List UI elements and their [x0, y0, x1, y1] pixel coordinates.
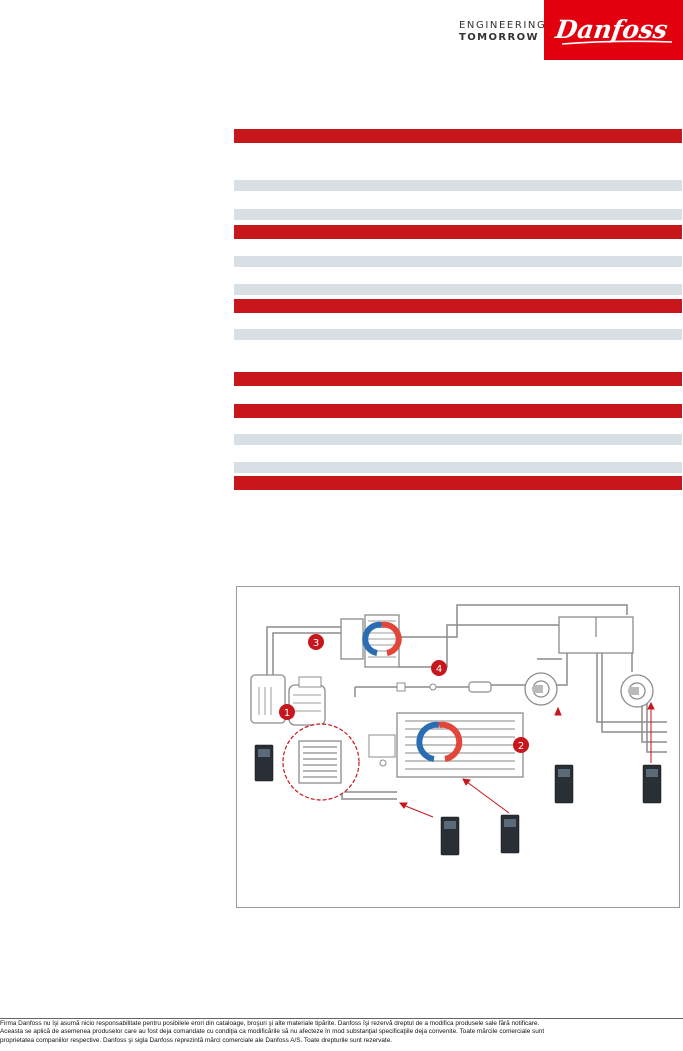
callout-2: 2 [518, 741, 524, 752]
table-row [234, 256, 682, 267]
table-header-row [234, 299, 682, 313]
table-header-row [234, 476, 682, 490]
table-header-row [234, 372, 682, 386]
footer-disclaimer: Firma Danfoss nu îşi asumă nicio respons… [0, 1020, 683, 1045]
table-header-row [234, 404, 682, 418]
filter-valve-icon [396, 681, 492, 693]
table-row [234, 284, 682, 295]
footer-line: Firma Danfoss nu îşi asumă nicio respons… [0, 1020, 540, 1027]
table-row [234, 434, 682, 445]
table-row [234, 462, 682, 473]
system-schematic: 3 1 4 2 [250, 604, 667, 856]
danfoss-logo[interactable]: Danfoss [544, 0, 683, 60]
footer-line: proprietatea companiilor respective. Dan… [0, 1036, 393, 1044]
heat-exchanger-icon [368, 712, 524, 778]
callout-4: 4 [436, 664, 442, 675]
brand-tagline: ENGINEERING TOMORROW [459, 20, 546, 43]
callouts: 3 1 4 2 [279, 634, 529, 753]
footer-line: Aceasta se aplică de asemenea produselor… [0, 1028, 545, 1036]
table-header-row [234, 225, 682, 239]
drive-icon [254, 744, 662, 856]
detail-zoom-circle [282, 723, 360, 801]
footer-divider [0, 1018, 683, 1019]
table-row [234, 329, 682, 340]
callout-1: 1 [284, 708, 290, 719]
danfoss-logo-icon: Danfoss [553, 14, 673, 45]
callout-3: 3 [313, 638, 319, 649]
tagline-engineering: ENGINEERING [459, 20, 547, 31]
tagline-tomorrow: TOMORROW [459, 32, 539, 43]
heat-recovery-icon [340, 614, 402, 668]
table-header-row [234, 129, 682, 143]
condenser-icon [558, 616, 634, 654]
refrigeration-system-diagram: 3 1 4 2 [236, 586, 680, 908]
svg-text:Danfoss: Danfoss [553, 14, 670, 44]
table-row [234, 209, 682, 220]
pump-icon [524, 672, 654, 708]
compressor-icon [250, 674, 326, 726]
table-row [234, 180, 682, 191]
